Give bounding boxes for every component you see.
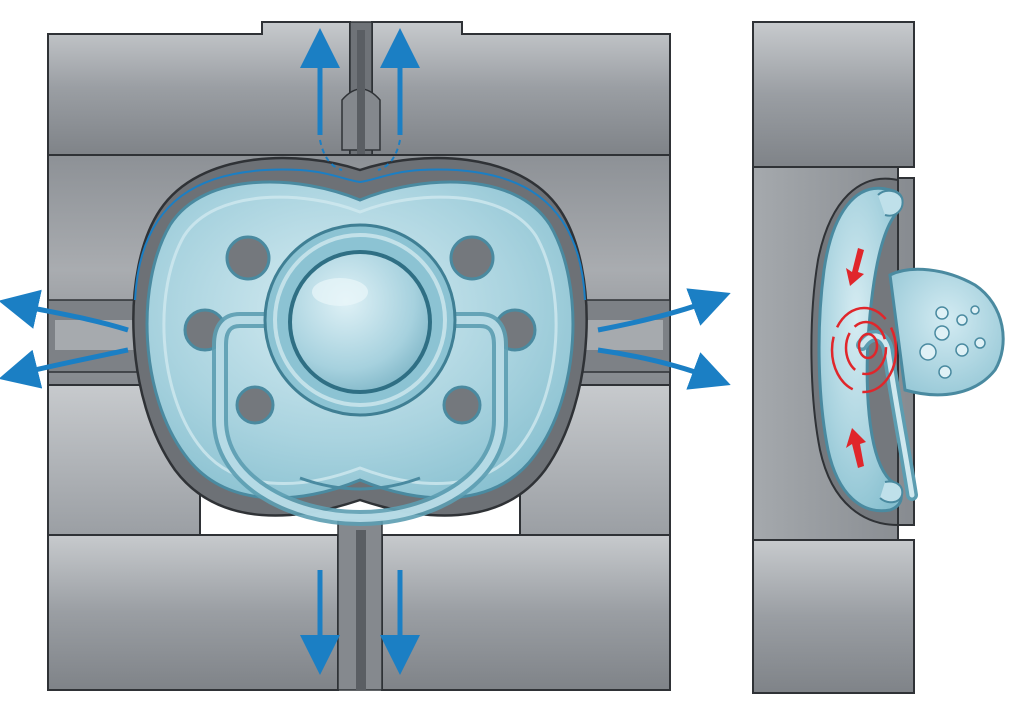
pressure-arrows [846,248,866,468]
mold-block-bottom-mid-right [381,534,671,691]
blue-arrow-icon [597,288,731,333]
blue-arrow-tail [377,139,401,171]
red-arrow-icon [846,428,866,468]
air-bubble-icon [934,325,950,341]
pacifier-button-ring [273,233,447,407]
blue-arrow-icon [0,347,129,389]
flow-line-top [134,168,586,301]
swirl-ring [857,332,879,360]
air-bubble-icon [974,337,986,349]
air-bubble-icon [970,305,980,315]
shield-holes [183,235,537,425]
pacifier-handle-ring-highlight [216,316,504,523]
vent-channel-left-core [55,320,140,350]
shield-hole [449,235,495,281]
air-bubble-icon [919,343,937,361]
side-mold-top [752,21,915,168]
pacifier-button [288,250,432,394]
swirl-ring [830,306,898,394]
handle-inner-lip [299,476,421,491]
swirl-ring [844,320,888,376]
mold-block-bottom-mid [47,534,339,691]
shield-hole [442,385,482,425]
shield-side-lip-bottom [879,480,904,504]
blue-arrow-icon [597,347,731,390]
vent-arrows-front [0,28,731,675]
front-view [0,21,731,691]
shield-hole [235,385,275,425]
side-mold-bottom [752,539,915,694]
air-bubble-icon [956,314,968,326]
air-bubble-icon [938,365,952,379]
vent-channel-top-core [357,30,365,160]
mold-block-top-left [47,21,351,156]
red-swirl-icon [830,306,898,394]
button-highlight [312,278,368,306]
red-arrow-icon [846,248,864,286]
pacifier-shield-rim [162,195,558,486]
blue-arrow-tail [319,139,343,171]
air-bubble-icon [955,343,969,357]
shield-side-lip-top [877,189,904,217]
shield-hole [225,235,271,281]
air-bubble-icon [935,306,949,320]
vent-channel-bottom-core [356,530,366,690]
blue-arrow-icon [0,289,129,333]
side-view [752,21,1005,694]
air-bubbles [919,305,986,379]
mold-block-top-right [371,21,671,156]
